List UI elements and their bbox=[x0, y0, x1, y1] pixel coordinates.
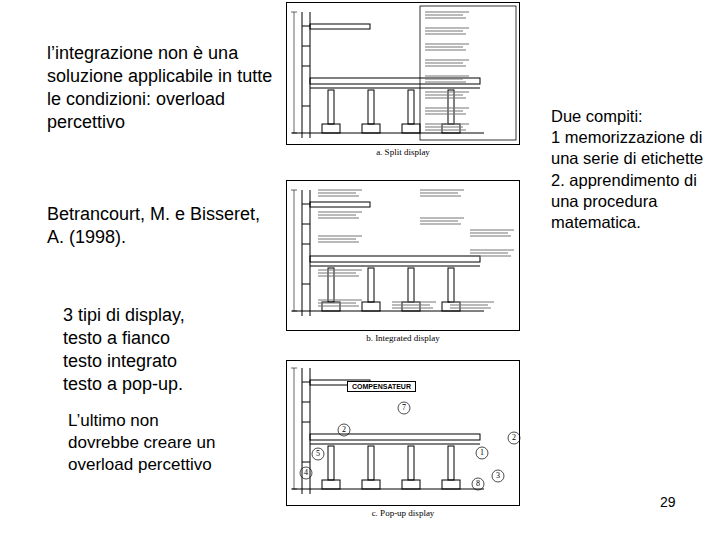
integrated-display-drawing bbox=[291, 190, 514, 316]
callout-number: 5 bbox=[312, 448, 324, 460]
figure-caption: b. Integrated display bbox=[287, 333, 519, 343]
slide-text: l’integrazione non è una soluzione appli… bbox=[47, 42, 287, 134]
display-panel: c. Pop-up displayCOMPENSATEUR bbox=[286, 360, 520, 506]
pop-up-box: COMPENSATEUR bbox=[347, 381, 416, 392]
page-number: 29 bbox=[660, 494, 700, 512]
slide-text: Due compiti: bbox=[551, 106, 718, 127]
display-panel: b. Integrated display bbox=[286, 180, 520, 331]
callout-number: 8 bbox=[472, 478, 484, 490]
callout-number: 2 bbox=[508, 432, 520, 444]
slide-text: testo a fianco bbox=[63, 327, 283, 350]
figure-caption: c. Pop-up display bbox=[287, 508, 519, 518]
figure-caption: a. Split display bbox=[287, 147, 519, 157]
split-display-drawing bbox=[291, 6, 516, 140]
slide-text: 1 memorizzazione di una serie di etichet… bbox=[551, 127, 718, 169]
pop-up-label: COMPENSATEUR bbox=[352, 383, 411, 390]
callout-number: 1 bbox=[476, 447, 488, 459]
slide-text: testo a pop-up. bbox=[63, 373, 283, 396]
slide-text: testo integrato bbox=[63, 350, 283, 373]
display-panel: a. Split display bbox=[286, 2, 520, 145]
callout-number: 4 bbox=[300, 467, 312, 479]
callout-number: 2 bbox=[338, 424, 350, 436]
pop-up-display-drawing bbox=[291, 368, 520, 494]
slide-text: 3 tipi di display, bbox=[63, 304, 283, 327]
callout-number: 7 bbox=[398, 402, 410, 414]
slide-text: 2. apprendimento di una procedura matema… bbox=[551, 170, 718, 233]
slide-text: L’ultimo non dovrebbe creare un overload… bbox=[68, 410, 218, 475]
citation: Betrancourt, M. e Bisseret, A. (1998). bbox=[47, 203, 277, 249]
callout-number: 3 bbox=[492, 470, 504, 482]
